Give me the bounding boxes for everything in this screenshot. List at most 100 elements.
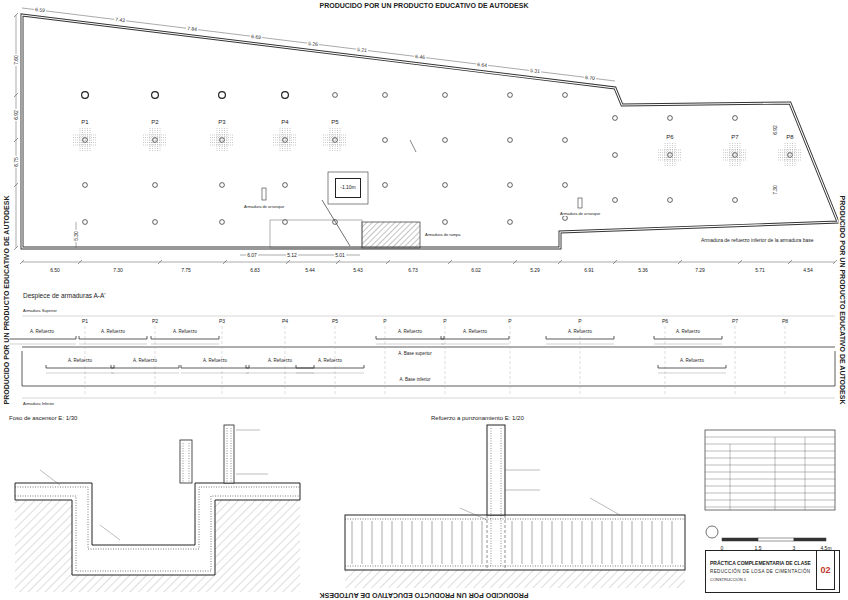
dimension: 6.50 xyxy=(49,268,61,273)
column xyxy=(443,138,448,143)
section-title: Foso de ascensor E: 1/30 xyxy=(8,415,78,421)
stud-row xyxy=(778,160,802,161)
stud-row xyxy=(73,145,97,146)
dimension: 6.69 xyxy=(250,34,262,40)
axis-label: P xyxy=(442,319,447,324)
rebar-bar xyxy=(296,365,364,368)
shear-stud xyxy=(592,521,593,564)
shear-stud xyxy=(652,521,653,564)
rebar-dimension xyxy=(111,373,179,374)
dimension: 6.91 xyxy=(583,268,595,273)
watermark: PRODUCIDO POR UN PRODUCTO EDUCATIVO DE A… xyxy=(319,2,530,9)
rebar-label: A. Refuerzo xyxy=(267,359,293,364)
dimension-tick xyxy=(613,260,617,264)
rebar-dimension xyxy=(8,344,76,345)
dimension-ticks xyxy=(14,13,837,264)
axis-label: P6 xyxy=(661,319,669,324)
plan-note: Armadura de arranque xyxy=(243,205,285,209)
axis-label: P xyxy=(507,319,512,324)
column-label: P7 xyxy=(730,134,739,140)
stud-row xyxy=(152,128,153,152)
axis-label: P8 xyxy=(781,319,789,324)
shear-stud xyxy=(562,521,563,564)
column xyxy=(282,92,289,99)
stud-row xyxy=(323,137,347,138)
axis-label: P xyxy=(382,319,387,324)
axis-label: P1 xyxy=(81,319,89,324)
dimension: 6.07 xyxy=(246,253,258,258)
column xyxy=(668,116,673,121)
dimension: 5.30 xyxy=(74,230,79,242)
stud-row xyxy=(790,143,791,167)
slab-outline xyxy=(22,15,838,248)
stud-row xyxy=(332,128,333,152)
rebar-bar xyxy=(654,336,722,339)
column-label: P5 xyxy=(330,119,339,125)
shear-stud xyxy=(572,521,573,564)
rebar-bar xyxy=(111,365,179,368)
dimension: 6.64 xyxy=(476,62,488,68)
dimension: 7.29 xyxy=(694,268,706,273)
column xyxy=(283,183,288,188)
dimension-tick xyxy=(158,260,162,264)
dimension: 4.54 xyxy=(802,268,814,273)
dimension: 5.01 xyxy=(334,253,346,258)
shear-stud xyxy=(382,521,383,564)
table-row-line xyxy=(705,479,835,480)
watermark: PRODUCIDO POR UN PRODUCTO EDUCATIVO DE A… xyxy=(319,592,530,599)
dimension: 6.59 xyxy=(34,7,46,13)
stud-row xyxy=(335,128,336,152)
stud-row xyxy=(737,143,738,167)
dimension: 6.83 xyxy=(249,268,261,273)
stud-row xyxy=(778,152,802,153)
data-table xyxy=(705,430,835,510)
column xyxy=(83,183,88,188)
shear-stud xyxy=(452,521,453,564)
table-row-line xyxy=(705,465,835,466)
dimension: 5.36 xyxy=(637,268,649,273)
stud-row xyxy=(219,128,220,152)
stud-row xyxy=(85,128,86,152)
dimension-tick xyxy=(513,260,517,264)
shear-stud xyxy=(662,521,663,564)
stud-row xyxy=(787,143,788,167)
rebar-label: A. Refuerzo xyxy=(132,359,158,364)
dimension: 6.70 xyxy=(584,75,596,81)
stud-row xyxy=(210,142,234,143)
dimension: 7.30 xyxy=(773,184,778,196)
row-label: Armadura Superior xyxy=(22,309,58,313)
rebar-label: A. Refuerzo xyxy=(172,330,198,335)
stud-row xyxy=(87,128,88,152)
column xyxy=(508,138,513,143)
stud-row xyxy=(735,143,736,167)
table-row-line xyxy=(705,486,835,487)
rebar-dimension xyxy=(79,344,147,345)
axis-label: P xyxy=(577,319,582,324)
stud-row xyxy=(672,143,673,167)
shear-stud xyxy=(352,521,353,564)
axis-line xyxy=(385,326,386,396)
axis-label: P4 xyxy=(281,319,289,324)
rebar-label: A. Refuerzo xyxy=(567,330,593,335)
dimension-tick xyxy=(738,260,742,264)
column xyxy=(383,93,388,98)
title-block: PRÁCTICA COMPLEMENTARIA DE CLASEREDUCCIÓ… xyxy=(705,550,840,593)
stud-row xyxy=(282,128,283,152)
shear-stud xyxy=(552,521,553,564)
stud-row xyxy=(337,128,338,152)
dimension: 5.12 xyxy=(286,253,298,258)
rebar-label: A. Refuerzo xyxy=(29,330,55,335)
column-label: P8 xyxy=(785,134,794,140)
rebar-bar xyxy=(8,336,76,339)
stud-row xyxy=(157,128,158,152)
axis-line xyxy=(785,326,786,396)
table-row-line xyxy=(705,458,835,459)
stud-row xyxy=(658,160,682,161)
ramp xyxy=(262,140,582,248)
plan-note: Armadura de rampa xyxy=(424,233,462,237)
column xyxy=(220,183,225,188)
shear-stud xyxy=(362,521,363,564)
stud-row xyxy=(82,128,83,152)
stud-row xyxy=(732,143,733,167)
